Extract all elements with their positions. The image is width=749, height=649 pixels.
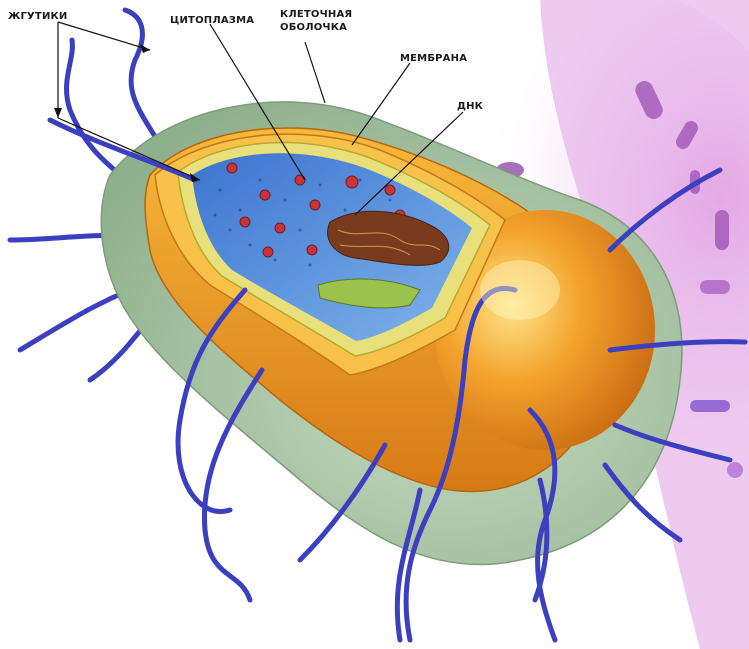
label-cell-wall: КЛЕТОЧНАЯ ОБОЛОЧКА (280, 8, 352, 34)
label-cytoplasm: ЦИТОПЛАЗМА (170, 14, 254, 27)
label-dna: ДНК (457, 100, 483, 113)
dome-highlight (480, 260, 560, 320)
label-flagella: ЖГУТИКИ (8, 10, 67, 23)
label-membrane: МЕМБРАНА (400, 52, 467, 65)
